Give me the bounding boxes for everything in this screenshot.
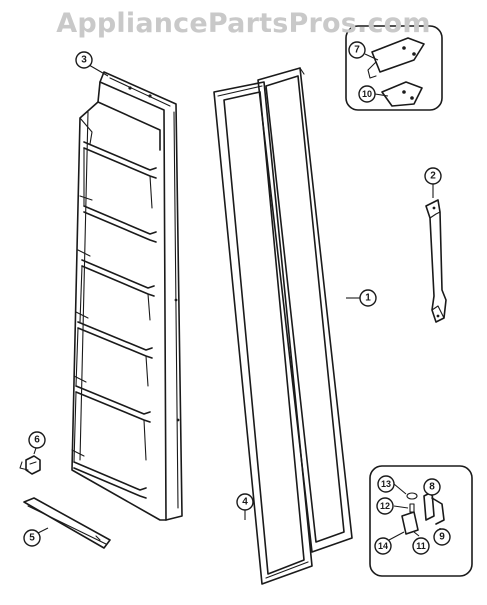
callout-12-label: 12	[380, 501, 390, 511]
callout-9-label: 9	[439, 532, 445, 543]
callout-3-label: 3	[81, 55, 87, 66]
leader-lines	[33, 53, 441, 541]
callout-13-label: 13	[381, 479, 391, 489]
callout-14-label: 14	[378, 541, 388, 551]
trim-strip-part	[23, 497, 111, 549]
callout-10: 10	[358, 85, 376, 103]
callout-10-label: 10	[362, 89, 372, 99]
callout-9: 9	[433, 528, 451, 546]
door-handle-part	[425, 199, 447, 323]
callout-7: 7	[348, 41, 366, 59]
callout-13: 13	[377, 475, 395, 493]
callout-1-label: 1	[365, 293, 371, 304]
callout-5-label: 5	[29, 533, 35, 544]
callout-11: 11	[412, 537, 430, 555]
callout-4-label: 4	[242, 497, 248, 508]
door-panel-part	[257, 67, 353, 553]
callout-6-label: 6	[34, 435, 40, 446]
watermark: AppliancePartsPros.com	[56, 8, 431, 39]
callout-7-label: 7	[354, 45, 360, 56]
hinge-pin-part	[19, 455, 41, 475]
callout-8-label: 8	[429, 482, 435, 493]
callout-12: 12	[376, 497, 394, 515]
callout-2: 2	[424, 167, 442, 185]
callout-11-label: 11	[416, 541, 426, 551]
callout-4: 4	[236, 493, 254, 511]
callout-3: 3	[75, 51, 93, 69]
callout-1: 1	[359, 289, 377, 307]
callout-6: 6	[28, 431, 46, 449]
stop-parts-inset	[369, 465, 473, 577]
callout-2-label: 2	[430, 171, 436, 182]
callout-5: 5	[23, 529, 41, 547]
callout-8: 8	[423, 478, 441, 496]
callout-14: 14	[374, 537, 392, 555]
door-liner-part	[71, 71, 183, 521]
door-gasket-part	[213, 81, 313, 585]
